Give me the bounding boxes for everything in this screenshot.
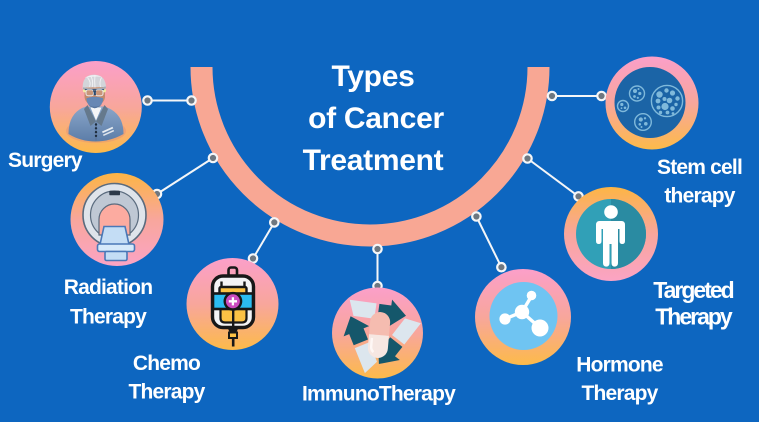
svg-text:Therapy: Therapy [70, 306, 147, 329]
svg-text:Radiation: Radiation [64, 276, 152, 299]
svg-text:Hormone: Hormone [576, 354, 663, 377]
svg-text:Types: Types [332, 60, 415, 93]
svg-text:Therapy: Therapy [128, 381, 205, 404]
svg-text:therapy: therapy [664, 185, 735, 208]
svg-text:Stem cell: Stem cell [657, 156, 742, 179]
svg-text:Targeted: Targeted [653, 277, 733, 303]
svg-text:Therapy: Therapy [581, 382, 658, 405]
svg-text:ImmunoTherapy: ImmunoTherapy [302, 383, 456, 406]
svg-text:of Cancer: of Cancer [308, 102, 444, 135]
svg-text:Therapy: Therapy [655, 304, 733, 330]
svg-text:Treatment: Treatment [303, 144, 444, 177]
svg-text:Chemo: Chemo [133, 352, 200, 375]
svg-text:Surgery: Surgery [8, 149, 83, 172]
